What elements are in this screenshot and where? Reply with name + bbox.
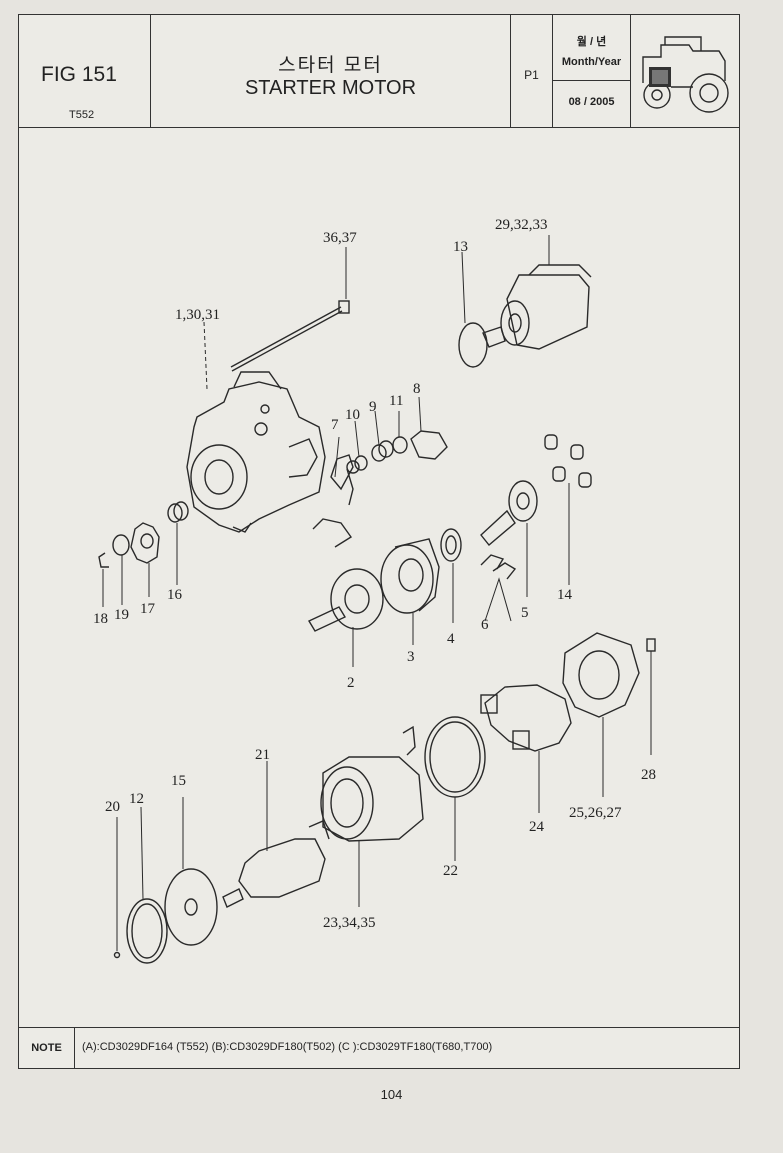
callout-8: 8 <box>413 381 421 397</box>
fig-code: T552 <box>69 109 95 121</box>
callout-15: 15 <box>171 773 186 789</box>
callout-2: 2 <box>347 675 355 691</box>
callout-5: 5 <box>521 605 529 621</box>
callout-23: 23,34,35 <box>323 915 376 931</box>
callout-13: 13 <box>453 239 468 255</box>
callout-10: 10 <box>345 407 360 423</box>
brush-holder <box>480 684 572 813</box>
callout-7: 7 <box>331 417 339 433</box>
tractor-icon <box>642 36 729 113</box>
callout-16: 16 <box>167 587 183 603</box>
callout-28: 28 <box>641 767 656 783</box>
through-bolt <box>230 247 350 372</box>
date-value: 08 / 2005 <box>568 96 615 108</box>
callout-36: 36,37 <box>323 230 357 246</box>
fig-cell: FIG 151 T552 <box>19 15 151 127</box>
end-cover <box>562 632 656 797</box>
starter-housing <box>186 321 326 533</box>
callout-6: 6 <box>481 617 489 633</box>
callout-24: 24 <box>529 819 545 835</box>
callout-3: 3 <box>407 649 415 665</box>
page-number: 104 <box>380 1087 403 1102</box>
shaft-and-rollers <box>480 434 592 622</box>
callout-11: 11 <box>389 393 403 409</box>
page-label: P1 <box>524 68 539 82</box>
page-cell: P1 <box>511 15 553 127</box>
fig-number: FIG 151 <box>41 63 117 86</box>
divider <box>553 80 630 81</box>
yoke <box>320 725 424 907</box>
logo-cell <box>631 15 741 127</box>
callout-1: 1,30,31 <box>175 307 220 323</box>
callout-14: 14 <box>557 587 573 603</box>
callout-12: 12 <box>129 791 144 807</box>
callout-4: 4 <box>447 631 455 647</box>
note-text: (A):CD3029DF164 (T552) (B):CD3029DF180(T… <box>82 1041 493 1053</box>
solenoid <box>482 235 592 350</box>
callout-22: 22 <box>443 863 458 879</box>
title-korean: 스타터 모터 <box>278 55 383 76</box>
callout-20: 20 <box>105 799 120 815</box>
seal-and-washer <box>113 797 218 964</box>
note-label: NOTE <box>19 1028 75 1068</box>
callout-17: 17 <box>140 601 156 617</box>
armature <box>222 761 330 908</box>
callout-29: 29,32,33 <box>495 217 548 233</box>
o-ring <box>424 716 486 798</box>
title-cell: 스타터 모터 STARTER MOTOR <box>151 15 511 127</box>
date-label-korean: 월 / 년 <box>576 36 607 48</box>
note-row: NOTE (A):CD3029DF164 (T552) (B):CD3029DF… <box>19 1027 739 1068</box>
callout-18: 18 <box>93 611 108 627</box>
date-cell: 월 / 년 Month/Year 08 / 2005 <box>553 15 631 127</box>
callout-9: 9 <box>369 399 377 415</box>
callout-21: 21 <box>255 747 270 763</box>
gasket <box>458 322 488 368</box>
date-label-english: Month/Year <box>561 56 622 68</box>
header: FIG 151 T552 스타터 모터 STARTER MOTOR P1 월 /… <box>19 15 739 128</box>
callout-25: 25,26,27 <box>569 805 622 821</box>
pinion-assembly <box>98 501 189 607</box>
page-frame: FIG 151 T552 스타터 모터 STARTER MOTOR P1 월 /… <box>18 14 740 1069</box>
callout-19: 19 <box>114 607 129 623</box>
exploded-parts-diagram: 36,37 29,32,33 13 1,30,31 7 10 9 11 8 18… <box>93 217 656 964</box>
title-english: STARTER MOTOR <box>244 77 417 99</box>
clutch-assembly <box>308 528 462 667</box>
shift-lever-parts <box>312 396 448 548</box>
